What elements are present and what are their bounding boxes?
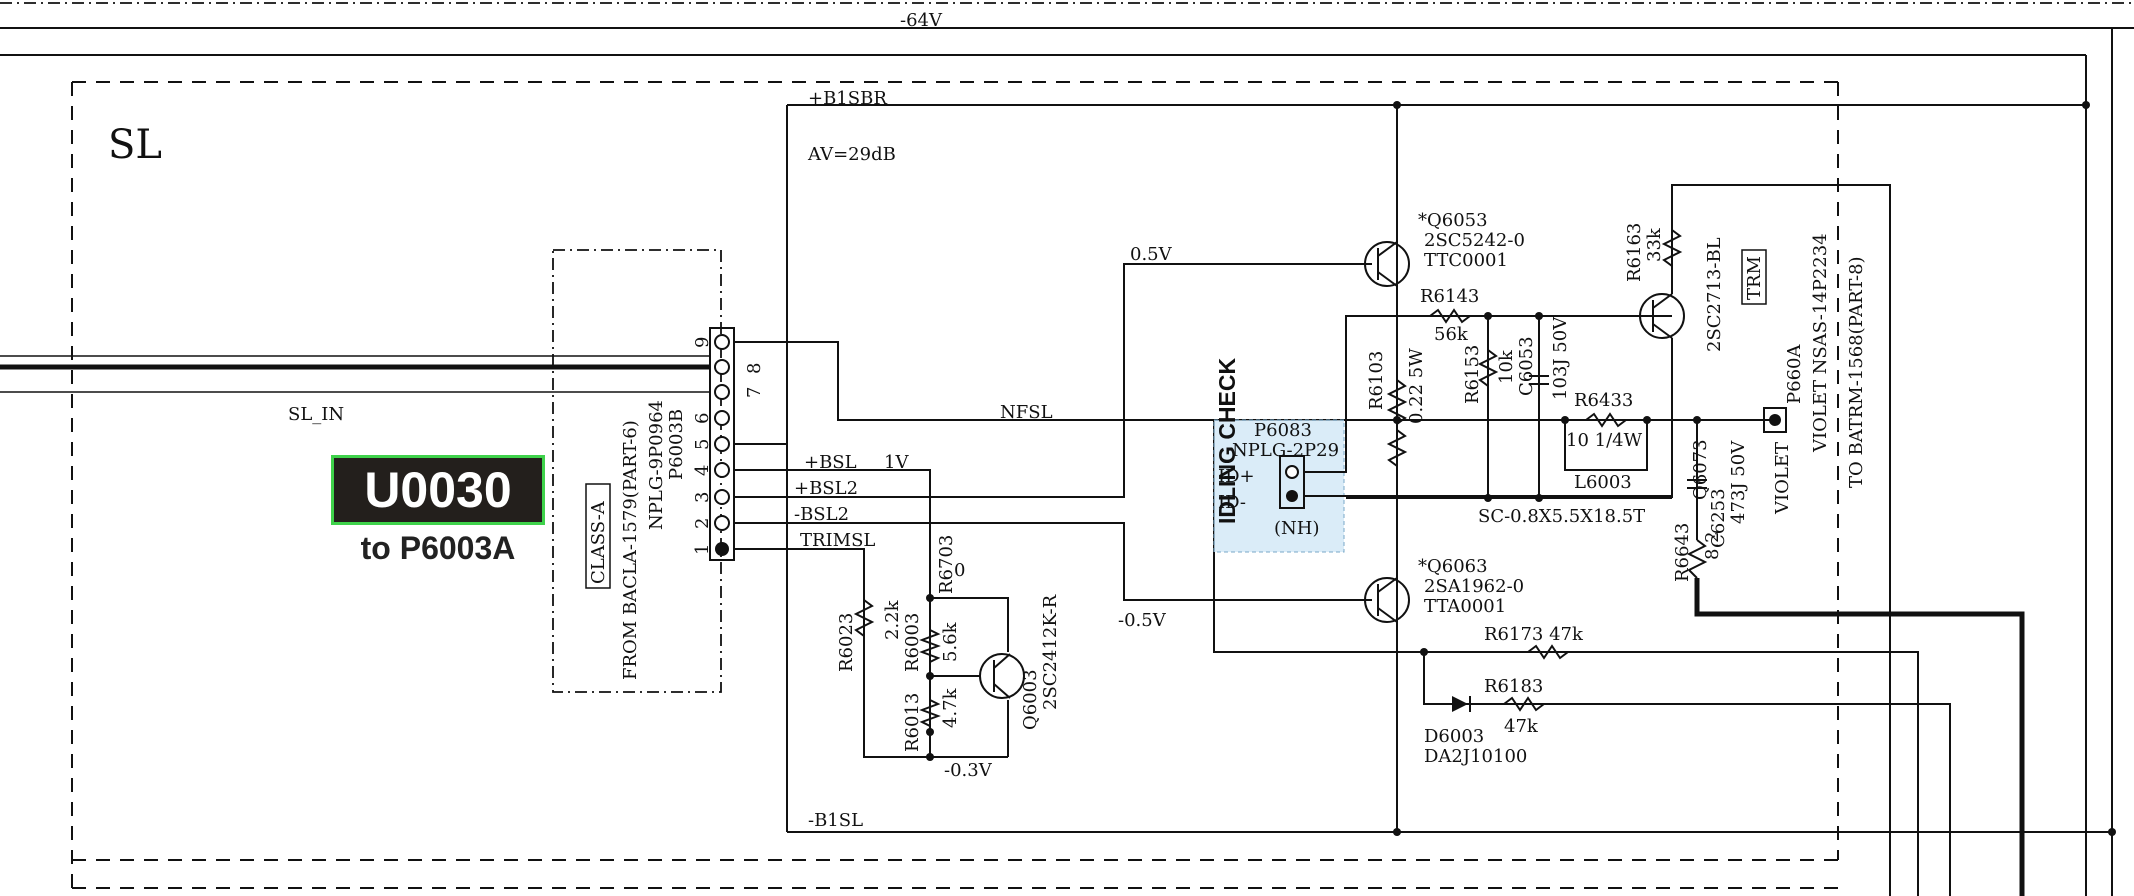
- q6003-label: Q6003: [1020, 669, 1041, 730]
- r6183-label: R6183: [1484, 676, 1543, 697]
- pin-wires: [734, 263, 1397, 601]
- r6173-label: R6173 47k: [1484, 624, 1584, 645]
- d6003-part: DA2J10100: [1424, 746, 1527, 767]
- p6083-part: NPLG-2P29: [1232, 440, 1339, 461]
- r6433-label: R6433: [1574, 390, 1633, 411]
- rail-top-label: -64V: [900, 10, 943, 31]
- p6083-label: P6083: [1254, 420, 1312, 441]
- q6063-equiv: TTA0001: [1424, 596, 1506, 617]
- q6063-label: *Q6063: [1418, 556, 1488, 577]
- sc-spec: SC-0.8X5.5X18.5T: [1478, 506, 1645, 527]
- r6143-label: R6143: [1420, 286, 1479, 307]
- input-lines: [0, 355, 710, 393]
- q6003-part: 2SC2412K-R: [1040, 594, 1061, 710]
- block-label: SL: [108, 122, 162, 168]
- from-label-2: NPLG-9P0964: [646, 400, 667, 530]
- c6253-value: 473J 50V: [1728, 440, 1749, 524]
- c6253-label: C6253: [1708, 488, 1729, 548]
- voltage-m05: -0.5V: [1118, 610, 1167, 631]
- bsl-voltage: 1V: [884, 452, 909, 473]
- to-label-1: VIOLET NSAS-14P2234: [1810, 233, 1831, 453]
- p660a-label: P660A: [1784, 344, 1805, 404]
- r6103-value: 0.22 5W: [1406, 348, 1427, 424]
- pin-number: 1: [692, 544, 713, 555]
- r6163-label: R6163: [1624, 223, 1645, 282]
- q6053-equiv: TTC0001: [1424, 250, 1508, 271]
- av-label: AV=29dB: [807, 144, 896, 165]
- pin-number: 2: [692, 518, 713, 529]
- id-plus-label: ID+: [1218, 466, 1255, 487]
- q6053-label: *Q6053: [1418, 210, 1488, 231]
- r6023-label: R6023: [836, 613, 857, 672]
- from-label-1: FROM BACLA-1579(PART-6): [620, 420, 641, 680]
- power-rails: [786, 101, 2116, 836]
- pin-number: 9: [692, 337, 713, 348]
- id-minus-label: ID-: [1218, 492, 1246, 513]
- d6003-label: D6003: [1424, 726, 1484, 747]
- r6643-label: R6643: [1672, 523, 1693, 582]
- to-label-2: TO BATRM-1568(PART-8): [1846, 256, 1867, 488]
- r6153-value: 10k: [1496, 349, 1517, 384]
- trm-label: TRM: [1744, 256, 1765, 300]
- r6103-label: R6103: [1366, 351, 1387, 410]
- q6053-part: 2SC5242-0: [1424, 230, 1525, 251]
- trimsl-label: TRIMSL: [800, 530, 875, 551]
- r6703-label: R6703: [936, 535, 957, 594]
- violet-label: VIOLET: [1772, 442, 1793, 515]
- bsl2-plus-label: +BSL2: [794, 478, 858, 499]
- r6143-value: 56k: [1434, 324, 1469, 345]
- pin-number: 8: [744, 363, 765, 374]
- voltage-0: 0: [954, 560, 965, 581]
- q6073-label: Q6073: [1690, 439, 1711, 500]
- b1sl-label: -B1SL: [808, 810, 863, 831]
- q6063-part: 2SA1962-0: [1424, 576, 1524, 597]
- voltage-m03: -0.3V: [944, 760, 993, 781]
- idling-check-label: IDLING CHECK: [1214, 357, 1240, 524]
- p6083-connector: [1279, 420, 1672, 509]
- nh-label: (NH): [1274, 518, 1320, 539]
- sl-in-label: SL_IN: [288, 404, 344, 425]
- voltage-05: 0.5V: [1130, 244, 1173, 265]
- c6053-value: 103J 50V: [1550, 316, 1571, 400]
- bsl-label: +BSL: [804, 452, 857, 473]
- r6013-label: R6013: [902, 693, 923, 752]
- r6013-value: 4.7k: [940, 687, 961, 728]
- l6003-label: L6003: [1574, 472, 1632, 493]
- bsl2-minus-label: -BSL2: [794, 504, 849, 525]
- c6053-label: C6053: [1516, 336, 1537, 396]
- r6643-value: 8.2: [1702, 531, 1723, 560]
- bias-circuit: [787, 540, 1025, 761]
- nfsl-label: NFSL: [1000, 402, 1053, 423]
- pin-number: 7: [744, 387, 765, 398]
- pin-number: 4: [692, 465, 713, 476]
- r6023-value: 2.2k: [882, 599, 903, 640]
- r6433-value: 10 1/4W: [1566, 430, 1643, 451]
- r6183-value: 47k: [1504, 716, 1539, 737]
- connector-p6003b: [709, 327, 735, 561]
- pin-number: 3: [692, 492, 713, 503]
- r6163-value: 33k: [1644, 227, 1665, 262]
- b1sbr-label: +B1SBR: [808, 88, 887, 109]
- class-label: CLASS-A: [588, 500, 609, 584]
- sl-block-boundary: [71, 81, 1839, 896]
- pin-number: 5: [692, 439, 713, 450]
- unit-badge: U0030: [331, 455, 545, 525]
- r6003-label: R6003: [902, 613, 923, 672]
- r6003-value: 5.6k: [940, 621, 961, 662]
- unit-badge-subtitle: to P6003A: [360, 530, 516, 566]
- r6153-label: R6153: [1462, 345, 1483, 404]
- q6073-part: 2SC2713-BL: [1704, 237, 1725, 352]
- pin-number: 6: [692, 413, 713, 424]
- from-label-3: P6003B: [666, 409, 687, 480]
